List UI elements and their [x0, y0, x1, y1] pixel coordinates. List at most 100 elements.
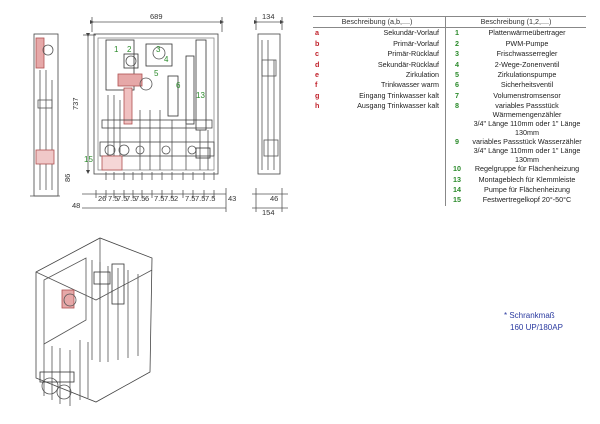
note-line-1: * Schrankmaß — [504, 311, 555, 320]
legend-key-left — [313, 185, 327, 195]
legend-key-right: 14 — [453, 185, 461, 195]
legend-desc-right: Zirkulationspumpe — [497, 70, 557, 80]
legend-desc-left: Primär-Vorlauf — [327, 38, 446, 50]
legend-desc-right: 2-Wege-Zonenventil — [494, 59, 560, 69]
dim-side-bottom: 46 — [270, 194, 278, 203]
legend-desc-left: Sekundär-Vorlauf — [327, 27, 446, 39]
left-side-elevation — [30, 33, 60, 197]
legend-key-left: g — [315, 90, 320, 100]
legend-desc-right: Festwertregelkopf 20°-50°C — [482, 195, 572, 205]
legend-key-right: 1 — [455, 28, 459, 38]
label-component-15: 15 — [84, 155, 93, 164]
note-line-2: 160 UP/180AP — [510, 323, 563, 332]
dim-side-width-bottom: 154 — [262, 208, 275, 217]
dim-left-offset-2: 48 — [72, 201, 80, 210]
right-side-view — [252, 17, 288, 212]
legend-key-right: 4 — [455, 59, 459, 69]
legend-desc-left: Eingang Trinkwasser kalt — [327, 90, 446, 102]
legend-desc-left — [327, 185, 446, 196]
label-component-3: 3 — [156, 45, 161, 54]
legend-desc-right: Volumenstromsensor — [493, 90, 561, 100]
front-dimension-texts: 689 737 86 48 26 7.5 7.5 7.5 7.5 6 7.5 7… — [63, 12, 236, 210]
legend-desc-left: Primär-Rücklauf — [327, 49, 446, 60]
dim-bottom-3: 7.5 — [126, 194, 136, 203]
dim-bottom-4: 7.5 — [135, 194, 145, 203]
cabinet-size-note: * Schrankmaß 160 UP/180AP — [504, 310, 563, 334]
dim-bottom-5: 6 — [145, 194, 149, 203]
legend-desc-left — [327, 164, 446, 175]
label-component-6: 6 — [176, 81, 181, 90]
label-component-13: 13 — [196, 91, 205, 100]
dim-bottom-11: 7.5 — [205, 194, 215, 203]
dim-bottom-12: 43 — [228, 194, 236, 203]
legend-key-left: b — [315, 38, 320, 48]
legend-key-right: 3 — [455, 49, 459, 59]
dim-bottom-10: 7.5 — [195, 194, 205, 203]
legend-key-right: 13 — [453, 174, 461, 184]
legend-desc-right: Plattenwärmeübertrager — [488, 28, 566, 38]
dim-bottom-6: 7.5 — [154, 194, 164, 203]
dim-left-offset-1: 86 — [63, 174, 72, 182]
label-component-2: 2 — [127, 45, 132, 54]
table-row: e Zirkulation 5 Zirkulationspumpe — [313, 70, 586, 81]
legend-key-left: f — [315, 80, 318, 90]
legend-key-left: a — [315, 28, 319, 38]
label-component-4: 4 — [164, 55, 169, 64]
side-dimension-texts: 134 46 154 — [262, 12, 278, 217]
legend-desc-right-line2: 3/4" Länge 110mm oder 1" Länge 130mm — [473, 146, 581, 165]
legend-key-right: 15 — [453, 195, 461, 205]
legend-header-left: Beschreibung (a,b,....) — [313, 15, 446, 29]
dim-bottom-9: 7.5 — [185, 194, 195, 203]
dim-bottom-2: 7.5 — [117, 194, 127, 203]
legend-desc-right-line1: variables Passstück Wasserzähler — [472, 137, 582, 147]
legend-key-right: 5 — [455, 70, 459, 80]
dim-front-height: 737 — [71, 97, 80, 110]
legend-header-right: Beschreibung (1,2,....) — [445, 15, 586, 29]
table-row: b Primär-Vorlauf 2 PWM-Pumpe — [313, 38, 586, 50]
legend-key-right: 6 — [455, 80, 459, 90]
legend-table: Beschreibung (a,b,....) Beschreibung (1,… — [313, 15, 586, 206]
legend-key-left: c — [315, 49, 319, 59]
legend-desc-right: Pumpe für Flächenheizung — [484, 185, 570, 195]
legend-desc-left: Zirkulation — [327, 70, 446, 81]
legend-key-left: h — [315, 101, 320, 111]
legend-desc-right: PWM-Pumpe — [505, 38, 549, 48]
legend-key-right: 8 — [455, 101, 459, 111]
dim-bottom-8: 2 — [174, 194, 178, 203]
legend-desc-right: Sicherheitsventil — [500, 80, 554, 90]
legend-desc-left — [327, 174, 446, 186]
dim-side-width-top: 134 — [262, 12, 275, 21]
legend-header-row: Beschreibung (a,b,....) Beschreibung (1,… — [313, 15, 586, 29]
isometric-view — [35, 237, 153, 406]
legend-key-left — [313, 175, 327, 185]
component-number-labels: 1 2 3 4 5 6 13 15 — [84, 45, 205, 164]
table-row: a Sekundär-Vorlauf 1 Plattenwärmeübertra… — [313, 27, 586, 39]
legend-key-left: e — [315, 70, 319, 80]
legend-desc-left: Ausgang Trinkwasser kalt — [327, 101, 446, 138]
legend-desc-left — [327, 137, 446, 165]
label-component-1: 1 — [114, 45, 119, 54]
legend-key-right: 9 — [455, 137, 459, 147]
dim-front-width: 689 — [150, 12, 163, 21]
table-row: f Trinkwasser warm 6 Sicherheitsventil — [313, 80, 586, 91]
table-row: h Ausgang Trinkwasser kalt 8 variables P… — [313, 101, 586, 138]
legend-desc-left: Sekundär-Rücklauf — [327, 59, 446, 71]
legend-key-left — [313, 164, 327, 174]
dim-bottom-7: 7.5 — [164, 194, 174, 203]
table-row: 14 Pumpe für Flächenheizung — [313, 185, 586, 196]
dim-bottom-1: 7.5 — [108, 194, 118, 203]
legend-desc-left: Trinkwasser warm — [327, 80, 446, 91]
table-row: 15 Festwertregelkopf 20°-50°C — [313, 195, 586, 206]
table-row: c Primär-Rücklauf 3 Frischwasserregler — [313, 49, 586, 60]
table-row: g Eingang Trinkwasser kalt 7 Volumenstro… — [313, 90, 586, 102]
legend-key-left — [313, 195, 327, 205]
legend-desc-left — [327, 195, 446, 206]
legend-desc-right: Frischwasserregler — [496, 49, 558, 59]
legend-desc-right: Montageblech für Klemmleiste — [478, 174, 576, 184]
legend-key-left: d — [315, 59, 320, 69]
dim-bottom-0: 26 — [98, 194, 106, 203]
legend-key-right: 10 — [453, 164, 461, 174]
